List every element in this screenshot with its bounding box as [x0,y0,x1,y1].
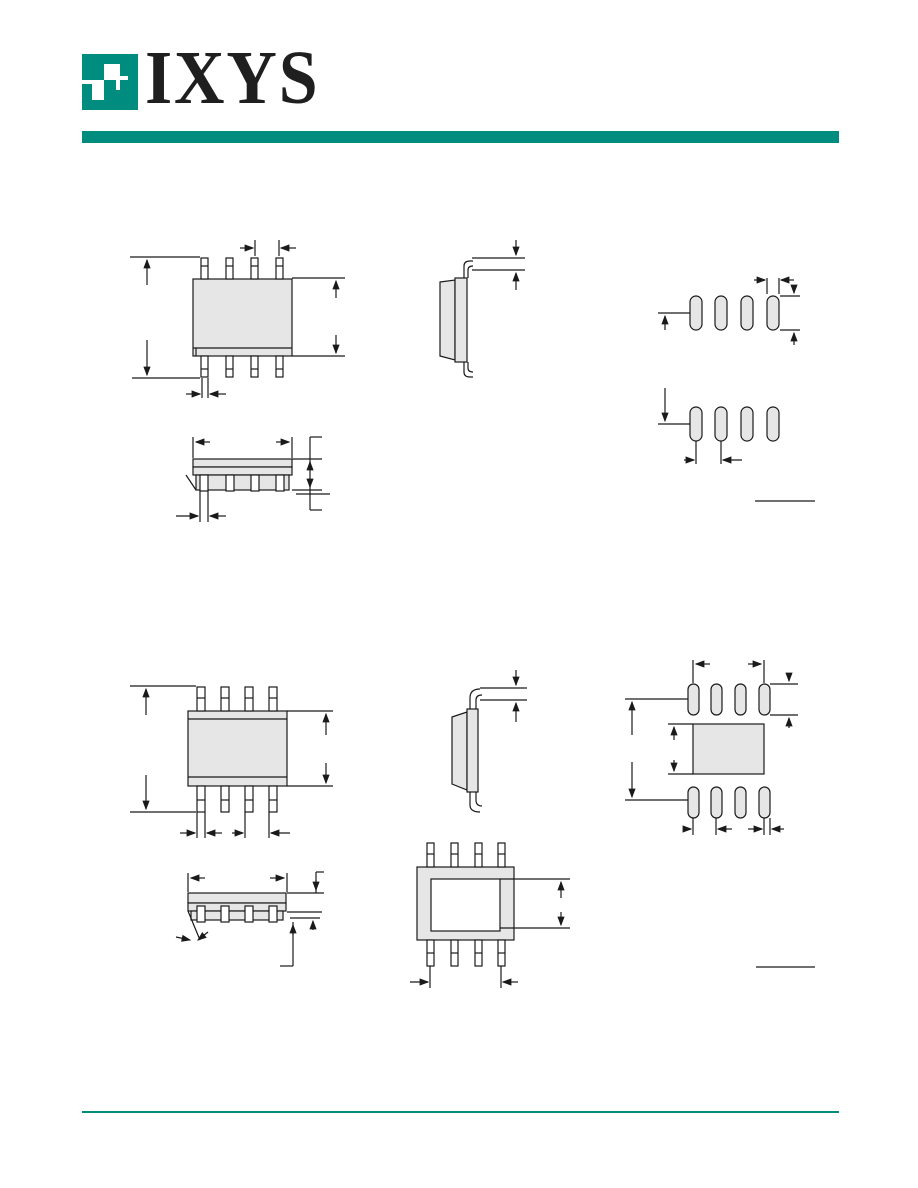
header-bar [82,131,839,143]
brand-wordmark: IXYS [145,36,320,120]
lower-bottom-view [410,842,570,988]
upper-end-view [176,436,330,522]
footer-rule [82,1111,839,1113]
lower-end-view [175,871,324,967]
lower-top-view [130,685,333,838]
lower-side-view [451,670,527,813]
lower-footprint [625,660,815,968]
upper-side-view [439,240,525,378]
upper-footprint [658,276,815,502]
ixys-logo-icon [82,54,138,110]
upper-top-view [130,240,345,398]
